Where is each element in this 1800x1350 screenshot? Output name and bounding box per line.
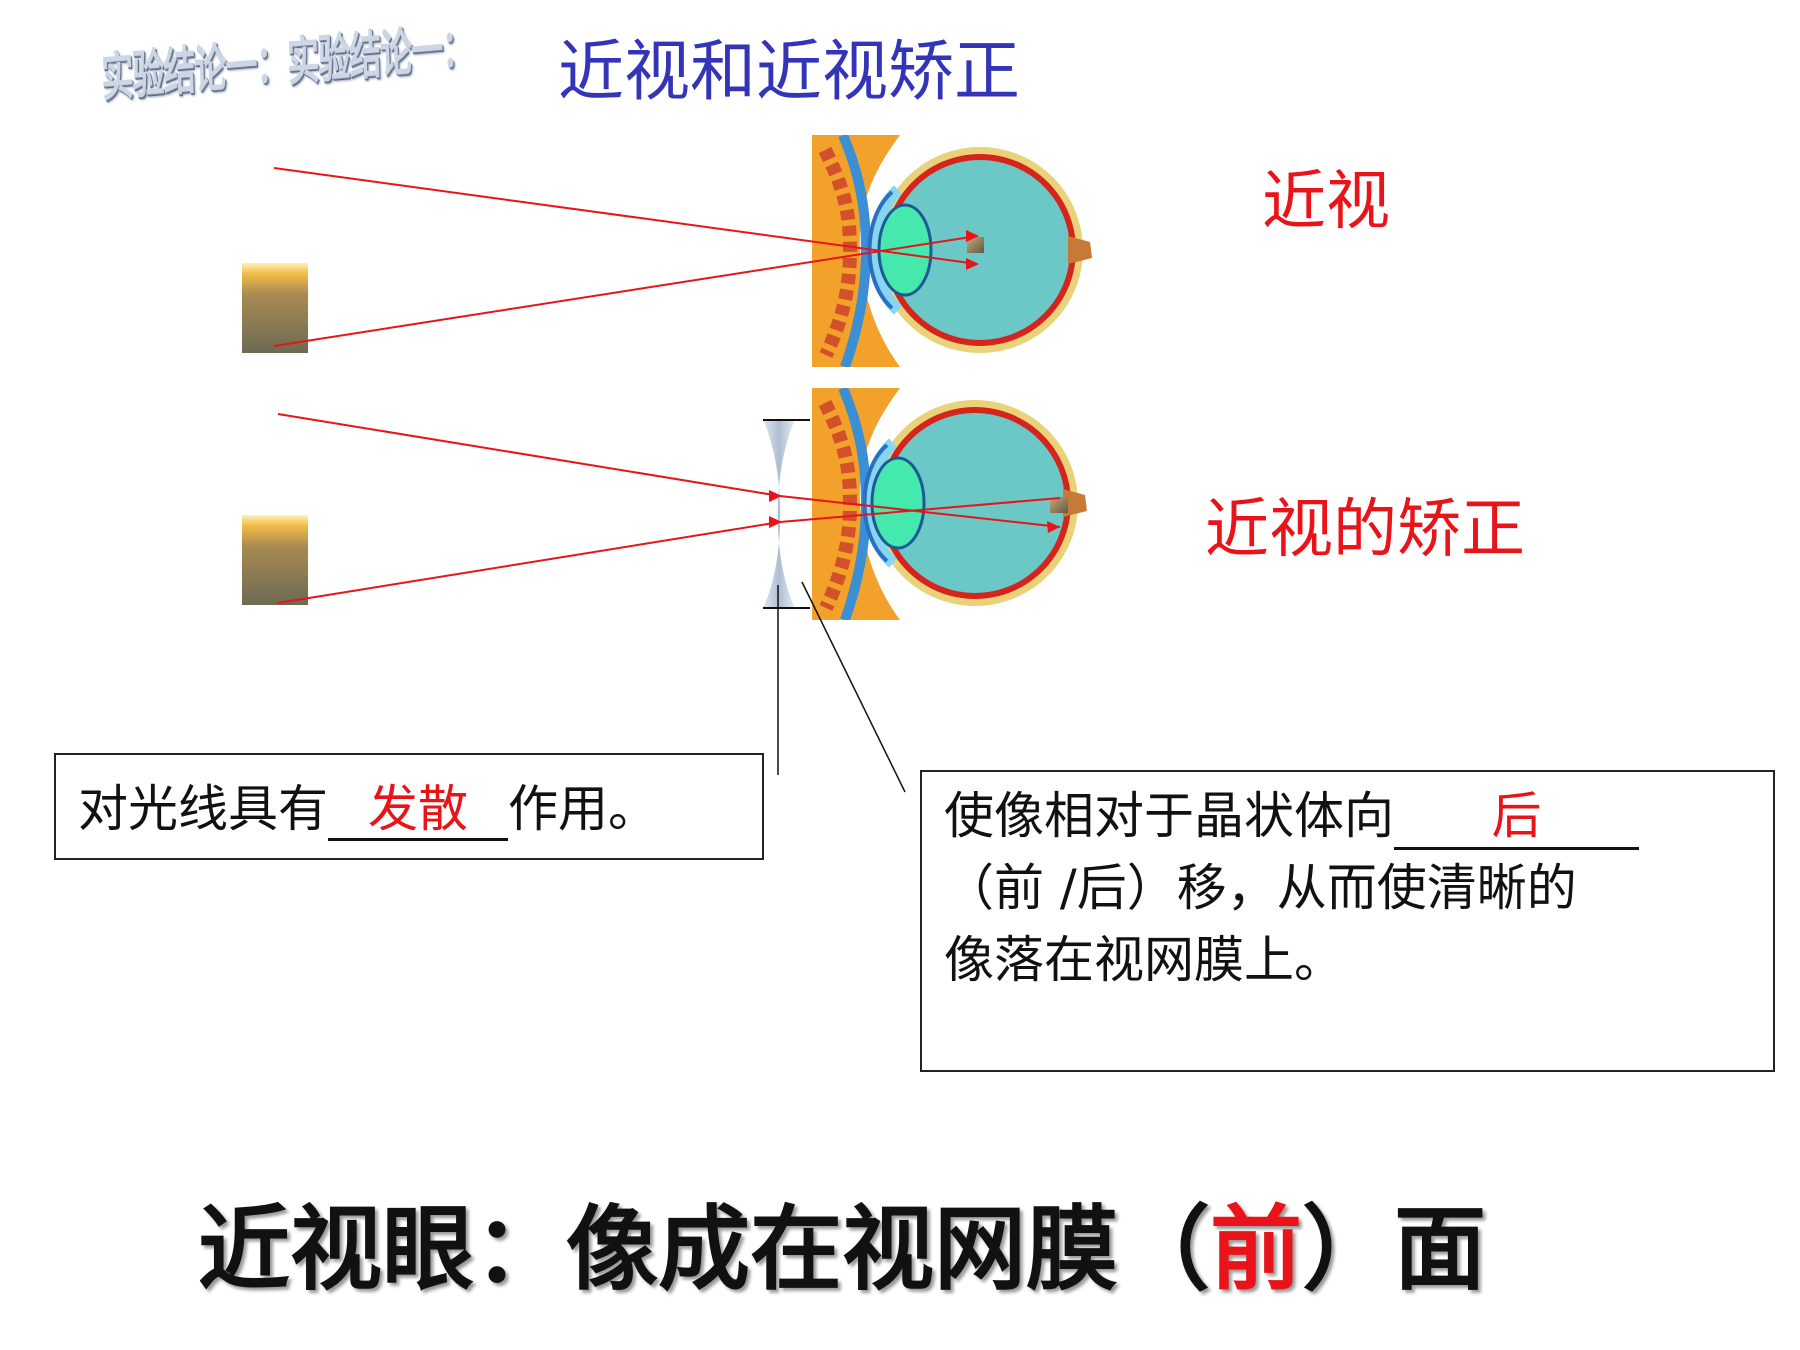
callout-line-image (801, 581, 906, 793)
object-candle-2 (242, 515, 308, 605)
label-myopia-correction: 近视的矫正 (1205, 493, 1525, 567)
image-shift-box: 使像相对于晶状体向后 （前 /后）移，从而使清晰的 像落在视网膜上。 (920, 770, 1775, 1072)
lens-effect-prefix: 对光线具有 (78, 780, 328, 838)
ray-arrow (769, 516, 782, 528)
lens-effect-suffix: 作用。 (508, 780, 658, 838)
image-shift-prefix: 使像相对于晶状体向 (944, 787, 1394, 845)
image-shift-line3: 像落在视网膜上。 (944, 931, 1344, 989)
ray-arrow (966, 230, 979, 242)
myopia-image-marker (967, 237, 984, 253)
concave-lens (763, 419, 810, 609)
ray-arrow (1047, 521, 1060, 533)
rays-corrected (277, 413, 1061, 604)
conclusion-suffix: ）面 (1302, 1196, 1487, 1303)
eye-myopia (812, 135, 1092, 367)
label-myopia: 近视 (1262, 165, 1390, 239)
image-shift-answer: 后 (1394, 791, 1639, 850)
ray-arrow (966, 258, 979, 270)
image-shift-line2: （前 /后）移，从而使清晰的 (944, 859, 1577, 917)
conclusion-prefix: 近视眼：像成在视网膜（ (198, 1196, 1211, 1303)
ray-arrow (769, 490, 782, 502)
conclusion-line: 近视眼：像成在视网膜（前）面 (198, 1175, 1486, 1308)
page-title: 近视和近视矫正 (558, 33, 1020, 110)
rays-myopia (273, 167, 978, 347)
conclusion-answer: 前 (1210, 1196, 1303, 1303)
lens-effect-answer: 发散 (328, 784, 508, 841)
corrected-image-marker (1050, 497, 1068, 513)
lens-effect-box: 对光线具有发散作用。 (54, 753, 764, 860)
object-candle-1 (242, 263, 308, 353)
